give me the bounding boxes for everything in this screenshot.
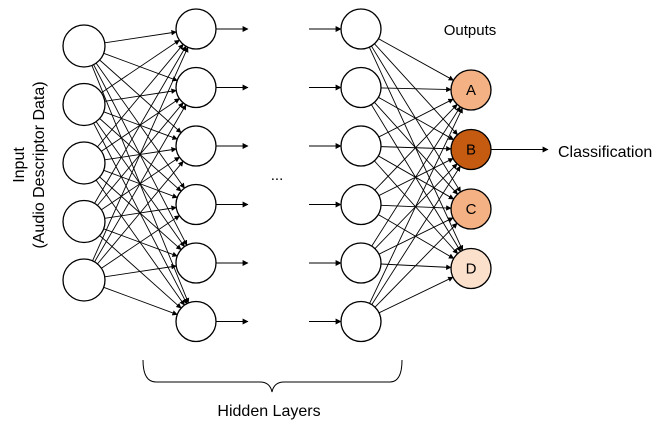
hidden2-node <box>340 183 382 226</box>
edge-input-hidden1 <box>92 46 189 262</box>
input-node <box>62 82 106 127</box>
edge-input-hidden1 <box>104 30 177 44</box>
output-node-label-d: D <box>466 261 477 278</box>
input-node <box>62 141 106 185</box>
classification-label: Classification <box>558 144 652 161</box>
edge-input-hidden1 <box>101 215 180 269</box>
edge-hidden2-output <box>374 102 458 195</box>
edge-hidden2-output <box>380 86 452 93</box>
hidden2-node <box>340 8 382 50</box>
edge-hidden2-output <box>371 106 461 247</box>
hidden2-node <box>340 66 382 109</box>
edge-hidden2-output <box>378 38 454 81</box>
hidden-layers-label: Hidden Layers <box>217 403 320 420</box>
input-node <box>62 258 106 302</box>
hidden1-node <box>175 183 217 226</box>
edge-hidden2-output <box>371 165 461 305</box>
edge-hidden2-output <box>374 43 458 136</box>
edge-input-hidden1 <box>103 286 178 316</box>
output-node-label-a: A <box>466 82 476 99</box>
hidden2-node <box>340 125 382 167</box>
arrow-connectors <box>216 26 549 325</box>
edge-hidden2-output <box>378 276 454 314</box>
edge-hidden2-output <box>369 107 463 304</box>
edge-hidden2-output <box>378 98 454 138</box>
network-nodes: A B C D <box>62 8 492 343</box>
connection-edges <box>91 30 464 316</box>
hidden1-node <box>175 66 217 109</box>
edge-hidden2-output <box>374 160 458 255</box>
edge-hidden2-output <box>374 104 458 191</box>
edge-input-hidden1 <box>97 160 184 265</box>
hidden1-node <box>175 300 217 343</box>
edge-input-hidden1 <box>94 104 187 263</box>
edge-input-hidden1 <box>104 264 177 278</box>
input-label-line1: Input <box>11 147 28 183</box>
outputs-label: Outputs <box>444 22 497 39</box>
output-node-a <box>450 69 492 111</box>
edge-input-hidden1 <box>94 45 187 204</box>
output-node-c <box>450 188 492 230</box>
edge-input-hidden1 <box>101 39 180 94</box>
input-node <box>62 24 106 68</box>
hidden1-node <box>175 242 217 284</box>
hidden-layers-ellipsis: ... <box>271 167 284 184</box>
hidden1-node <box>175 8 217 50</box>
hidden2-node <box>340 242 382 284</box>
input-node <box>62 199 106 244</box>
output-node-label-c: C <box>466 201 477 218</box>
output-node-d <box>450 247 492 290</box>
hidden-layers-brace <box>142 359 403 393</box>
input-label-line2: (Audio Descriptor Data) <box>31 81 48 248</box>
hidden1-node <box>175 125 217 167</box>
edge-hidden2-output <box>374 222 458 308</box>
hidden2-node <box>340 300 382 343</box>
edge-input-hidden1 <box>97 43 184 148</box>
output-node-label-b: B <box>466 142 476 159</box>
